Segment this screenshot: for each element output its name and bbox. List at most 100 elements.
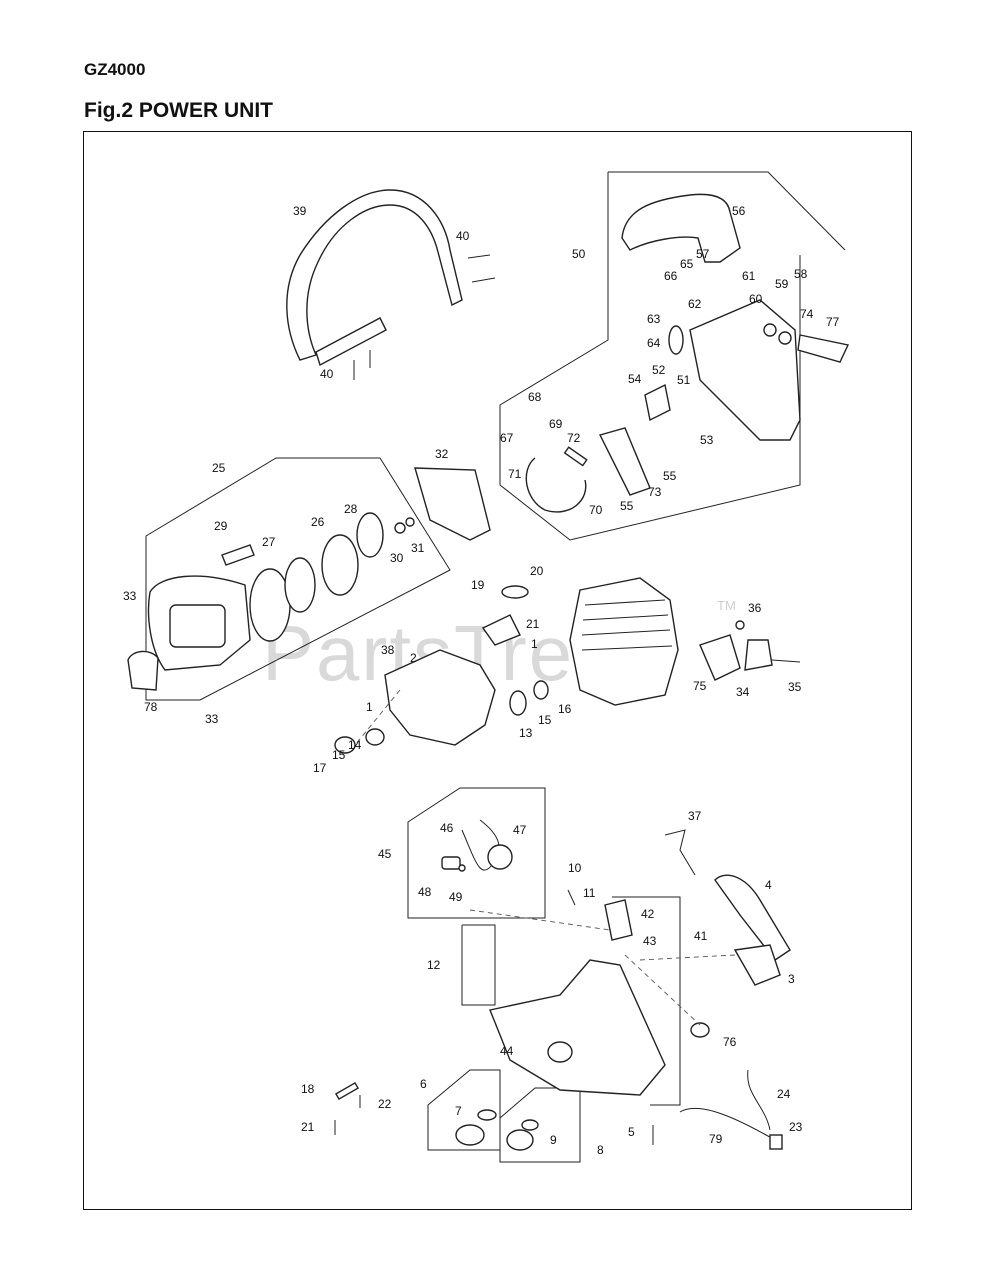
- callout-labels: 39 40 40 50 56 57 65 66 61 59 58 62 60 6…: [123, 204, 840, 1157]
- nut-74: [763, 323, 777, 337]
- handle-bar-foot: [315, 317, 387, 367]
- bracket-34: [744, 639, 773, 671]
- carburetor-75: [699, 634, 741, 681]
- callout-77: 77: [826, 315, 840, 329]
- cover-body: [384, 649, 496, 746]
- oil-cap-6: [455, 1124, 485, 1146]
- callout-69: 69: [549, 417, 563, 431]
- tank-body: [489, 959, 666, 1096]
- hand-guard-56: [621, 193, 741, 263]
- callout-32: 32: [435, 447, 449, 461]
- callout-18: 18: [301, 1082, 315, 1096]
- callout-56: 56: [732, 204, 746, 218]
- callout-19: 19: [471, 578, 485, 592]
- callout-23: 23: [789, 1120, 803, 1134]
- cap-17: [334, 736, 356, 754]
- outline-group-45: [407, 787, 546, 919]
- pawl-29: [221, 544, 255, 566]
- callout-31: 31: [411, 541, 425, 555]
- callout-64: 64: [647, 336, 661, 350]
- callout-79: 79: [709, 1132, 723, 1146]
- callout-46: 46: [440, 821, 454, 835]
- fan-cover-32: [414, 467, 491, 541]
- callout-29: 29: [214, 519, 228, 533]
- callout-71: 71: [508, 467, 522, 481]
- spring-18: [335, 1081, 359, 1101]
- outline-group-41: [612, 896, 681, 1106]
- callout-54: 54: [628, 372, 642, 386]
- callout-59: 59: [775, 277, 789, 291]
- fin-1: [584, 599, 666, 606]
- chain-brake-assembly-50: [525, 193, 850, 513]
- grip-4: [714, 874, 791, 961]
- callout-67: 67: [500, 431, 514, 445]
- engine-block: [569, 577, 801, 706]
- diagram-frame: [83, 131, 912, 1210]
- callout-45: 45: [378, 847, 392, 861]
- callout-49: 49: [449, 890, 463, 904]
- switch-23: [769, 1134, 783, 1150]
- callout-35: 35: [788, 680, 802, 694]
- callout-1b: 1: [366, 700, 373, 714]
- clutch-cover-38: [334, 585, 549, 754]
- fin-3: [581, 629, 671, 636]
- callout-73: 73: [648, 485, 662, 499]
- callout-78: 78: [144, 700, 158, 714]
- callout-24: 24: [777, 1087, 791, 1101]
- callout-38: 38: [381, 643, 395, 657]
- callout-58: 58: [794, 267, 808, 281]
- callout-41: 41: [694, 929, 708, 943]
- outline-group-50-top: [608, 171, 846, 251]
- fuel-line-group-45: [441, 819, 513, 872]
- callout-66: 66: [664, 269, 678, 283]
- guide-d: [639, 954, 736, 961]
- fuel-cap-8: [506, 1129, 534, 1151]
- brake-lever-73: [598, 427, 651, 496]
- wire-24: [747, 1069, 771, 1131]
- callout-53: 53: [700, 433, 714, 447]
- spring-28: [356, 512, 384, 558]
- callout-36: 36: [748, 601, 762, 615]
- bearing-13: [509, 690, 527, 716]
- screw-40a: [467, 254, 491, 259]
- starter-grille: [169, 604, 226, 648]
- callout-7: 7: [455, 1104, 462, 1118]
- callout-30: 30: [390, 551, 404, 565]
- washer-30: [394, 522, 406, 534]
- callout-75: 75: [693, 679, 707, 693]
- outline-group-8: [499, 1087, 581, 1163]
- label-78: [127, 650, 159, 691]
- callout-39: 39: [293, 204, 307, 218]
- callout-8: 8: [597, 1143, 604, 1157]
- screw-35: [771, 659, 801, 663]
- callout-74: 74: [800, 307, 814, 321]
- wire-79: [679, 1107, 776, 1141]
- screw-31: [405, 517, 415, 527]
- callout-33a: 33: [123, 589, 137, 603]
- callout-2: 2: [410, 651, 417, 665]
- callout-26: 26: [311, 515, 325, 529]
- callout-50: 50: [572, 247, 586, 261]
- front-handle-39: [286, 189, 496, 380]
- callout-51: 51: [677, 373, 691, 387]
- callout-5: 5: [628, 1125, 635, 1139]
- brake-band-70: [525, 457, 587, 513]
- guide-a: [469, 909, 611, 931]
- callout-44: 44: [500, 1044, 514, 1058]
- callout-47: 47: [513, 823, 527, 837]
- outline-group-6: [427, 1069, 501, 1151]
- callout-61: 61: [742, 269, 756, 283]
- side-cover: [689, 299, 801, 441]
- callout-21a: 21: [526, 617, 540, 631]
- spring-case-27: [284, 557, 316, 613]
- oring-7: [477, 1109, 497, 1121]
- callout-48: 48: [418, 885, 432, 899]
- ignition-19: [481, 614, 521, 646]
- guide-lines: [354, 689, 736, 1026]
- vent-10: [567, 889, 576, 906]
- callout-15a: 15: [538, 713, 552, 727]
- callout-13: 13: [519, 726, 533, 740]
- throttle-42: [604, 899, 633, 941]
- cover-3: [733, 944, 781, 986]
